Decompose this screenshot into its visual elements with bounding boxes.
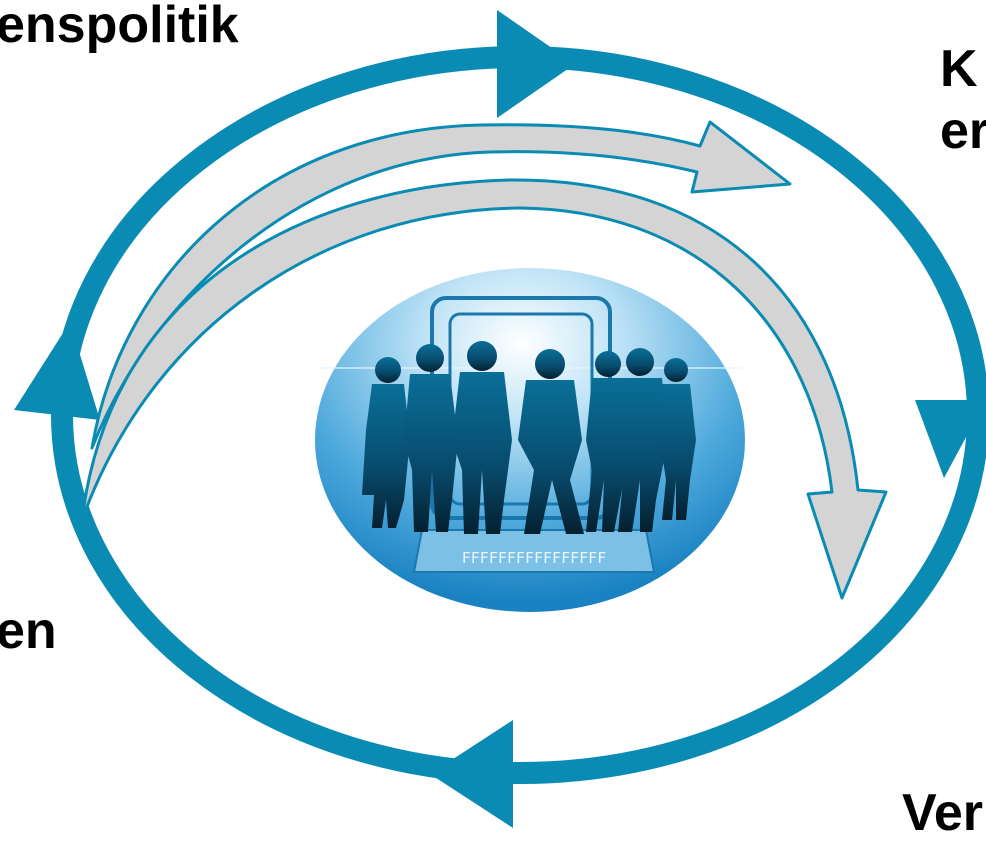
- svg-text:FFFFFFFFFFFFFFFF: FFFFFFFFFFFFFFFF: [462, 549, 607, 567]
- label-top-right-line1: K: [940, 40, 978, 98]
- inner-arrow-icon: [90, 120, 792, 450]
- label-bottom-right: Ver: [902, 784, 983, 842]
- label-top-right: K er: [940, 38, 986, 162]
- cycle-arrowhead-icon: [14, 322, 100, 420]
- label-top-right-line2: er: [940, 102, 986, 160]
- label-top-left: enspolitik: [0, 0, 239, 54]
- inner-arrow-icon: [80, 178, 888, 600]
- cycle-arrowhead-icon: [430, 720, 513, 828]
- cycle-arrowhead-icon: [915, 400, 986, 478]
- people-computer-icon: FFFFFFFFFFFFFFFF: [315, 268, 745, 612]
- label-left: en: [0, 602, 57, 660]
- cycle-arrowhead-icon: [497, 10, 575, 118]
